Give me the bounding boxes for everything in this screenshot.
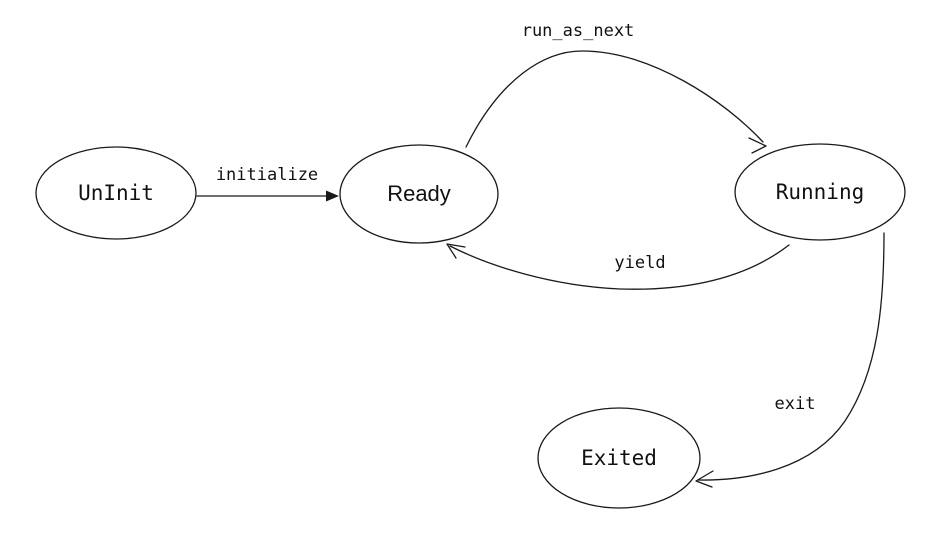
state-node-ready[interactable]: Ready (339, 144, 499, 244)
state-node-uninit[interactable]: UnInit (35, 146, 197, 240)
state-node-running-shape (734, 143, 906, 241)
edge-label-yield: yield (614, 253, 665, 273)
edge-label-exit: exit (775, 394, 816, 414)
edge-initialize: initialize (196, 165, 339, 202)
state-node-ready-label: Ready (387, 181, 451, 206)
edge-yield-path (449, 244, 790, 290)
state-node-uninit-label: UnInit (78, 181, 154, 205)
state-node-exited[interactable]: Exited (537, 407, 701, 509)
edge-yield: yield (446, 243, 790, 290)
state-node-running[interactable]: Running (734, 143, 906, 241)
edge-exit-path (697, 232, 885, 481)
state-node-uninit-shape (35, 146, 197, 240)
edge-run-as-next-path (465, 50, 764, 148)
state-node-ready-shape (339, 144, 499, 244)
edge-run-as-next-arrowhead (748, 137, 767, 154)
edge-exit-arrowhead (695, 470, 714, 488)
state-node-running-label: Running (776, 180, 865, 204)
edge-run-as-next: run_as_next (465, 21, 767, 154)
edge-yield-arrowhead (446, 243, 466, 259)
edge-label-run-as-next: run_as_next (522, 21, 635, 41)
state-node-exited-shape (537, 407, 701, 509)
edge-initialize-arrowhead (326, 190, 339, 202)
edge-label-initialize: initialize (216, 165, 318, 185)
state-node-exited-label: Exited (581, 446, 657, 470)
edge-exit: exit (695, 232, 885, 488)
